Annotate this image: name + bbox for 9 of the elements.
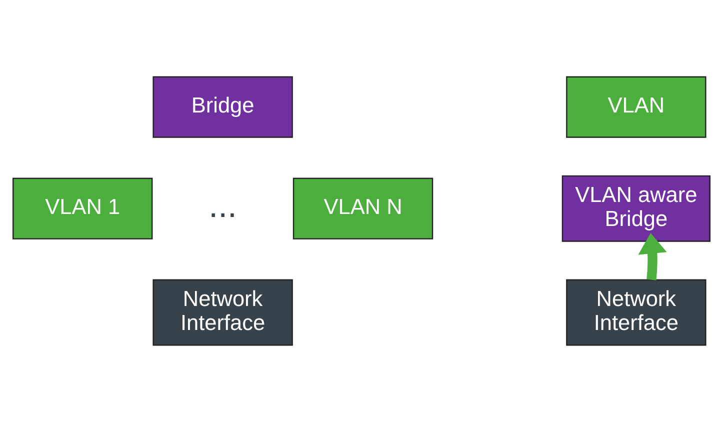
node-box: VLAN N [292, 178, 434, 240]
node-box: Bridge [152, 76, 293, 138]
label: ... [208, 186, 237, 225]
node-box: Network Interface [152, 279, 293, 346]
node-box: VLAN 1 [12, 178, 153, 240]
node-box: Network Interface [566, 279, 706, 346]
node-box: VLAN aware Bridge [562, 175, 710, 242]
node-box: VLAN [566, 76, 706, 138]
arrow [638, 232, 667, 280]
